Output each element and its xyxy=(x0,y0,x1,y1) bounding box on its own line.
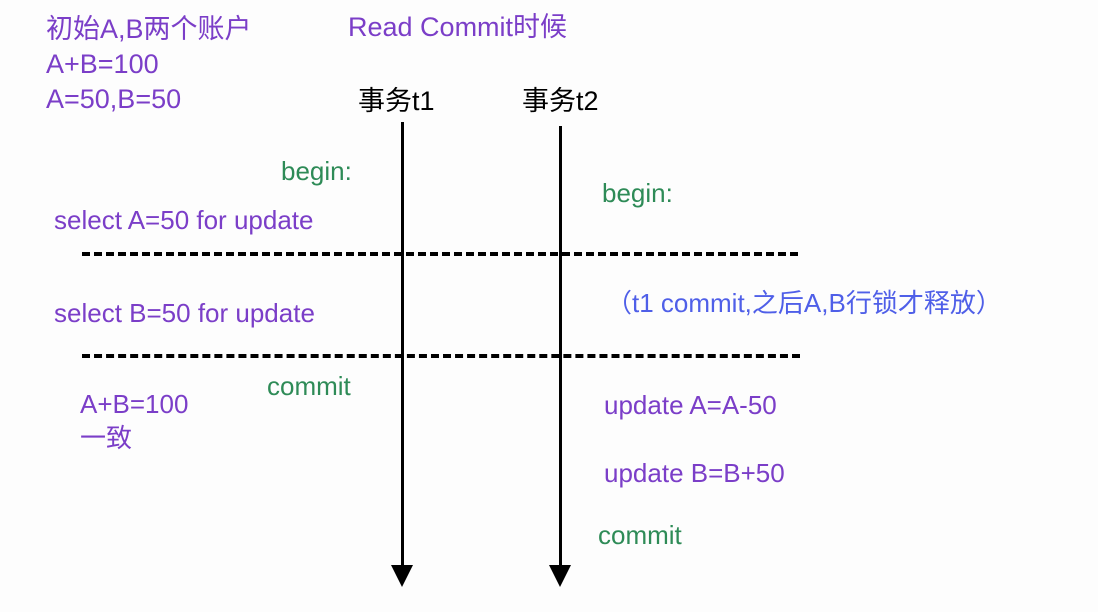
t2-step-update-a: update A=A-50 xyxy=(604,390,777,420)
t2-step-commit: commit xyxy=(598,520,682,550)
t1-step-begin: begin: xyxy=(281,156,352,186)
arrowhead-t1-icon xyxy=(391,565,413,587)
t1-step-select-b: select B=50 for update xyxy=(54,298,315,328)
lane-header-t2: 事务t2 xyxy=(522,86,599,116)
t1-step-commit: commit xyxy=(267,371,351,401)
separator-1 xyxy=(82,252,798,256)
t2-step-update-b: update B=B+50 xyxy=(604,458,785,488)
lifeline-t1 xyxy=(401,122,404,574)
diagram-title: Read Commit时候 xyxy=(348,12,568,42)
lifeline-t2 xyxy=(559,126,562,574)
t1-step-select-a: select A=50 for update xyxy=(54,205,314,235)
t2-step-begin: begin: xyxy=(602,178,673,208)
arrowhead-t2-icon xyxy=(549,565,571,587)
separator-2 xyxy=(82,354,800,358)
lane-header-t1: 事务t1 xyxy=(358,86,435,116)
conclusion-note: A+B=100 一致 xyxy=(80,389,189,453)
initial-state-note: 初始A,B两个账户 A+B=100 A=50,B=50 xyxy=(46,14,252,115)
t2-lock-release-note: （t1 commit,之后A,B行锁才释放） xyxy=(606,288,1002,318)
